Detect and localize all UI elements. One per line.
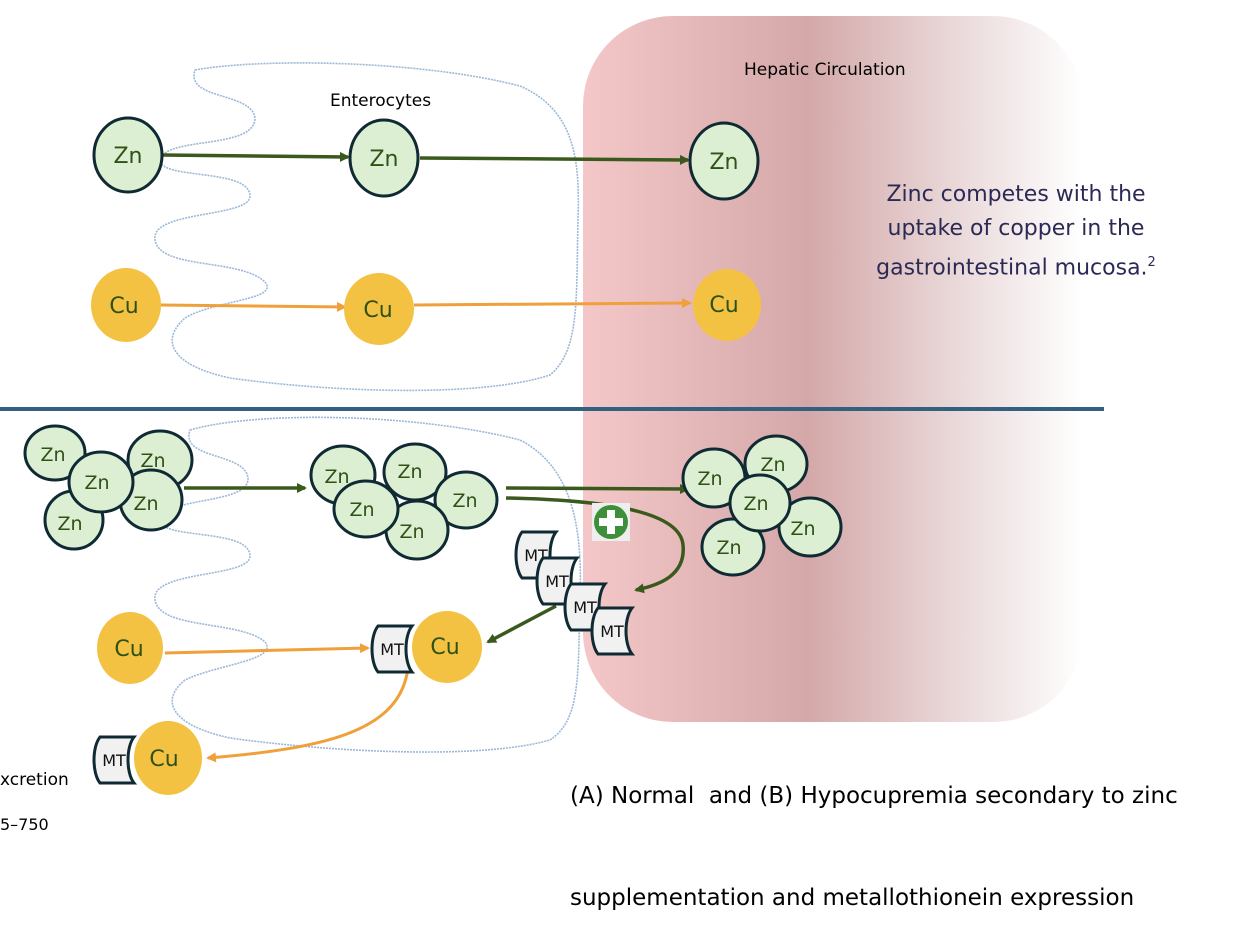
zn-atom: Zn <box>700 517 766 577</box>
mt-protein: MT <box>535 556 579 606</box>
svg-text:Zn: Zn <box>324 466 349 488</box>
diagram-canvas: Enterocytes Hepatic Circulation Zn Zn Zn… <box>0 16 1104 830</box>
zn-arrow-enterocyte-to-hepatic-b <box>505 483 690 494</box>
svg-text:MT: MT <box>380 640 404 659</box>
hepatic-circulation-label: Hepatic Circulation <box>744 60 906 80</box>
svg-text:Zn: Zn <box>399 521 424 543</box>
svg-text:Zn: Zn <box>349 499 374 521</box>
caption-line-1: (A) Normal and (B) Hypocupremia secondar… <box>570 783 1178 809</box>
svg-text:Zn: Zn <box>697 468 722 490</box>
svg-text:Zn: Zn <box>760 454 785 476</box>
zn-atom: Zn <box>332 479 400 539</box>
svg-text:Zn: Zn <box>716 537 741 559</box>
mt-stack: MT MT MT MT <box>514 530 634 656</box>
zn-induces-mt-arrow <box>505 496 685 594</box>
zn-arrow-lumen-to-enterocyte <box>161 151 350 162</box>
mt-cu-complex-excreted: MT Cu <box>92 721 202 795</box>
mt-protein: MT <box>92 735 136 785</box>
zn-cluster-enterocyte-b: Zn Zn Zn Zn Zn <box>309 442 499 561</box>
zn-atom-hepatic-a: Zn <box>688 121 760 201</box>
svg-text:Cu: Cu <box>114 637 143 662</box>
svg-text:Zn: Zn <box>113 144 142 169</box>
svg-text:MT: MT <box>102 751 126 770</box>
mt-protein: MT <box>563 582 607 632</box>
svg-text:MT: MT <box>573 598 597 617</box>
cu-atom-lumen-a: Cu <box>91 268 161 342</box>
mt-protein: MT <box>590 606 634 656</box>
svg-text:Zn: Zn <box>133 493 158 515</box>
zn-atom: Zn <box>23 424 87 482</box>
zn-atom-enterocyte-a: Zn <box>348 118 420 198</box>
zn-atom: Zn <box>728 473 792 533</box>
zn-atom: Zn <box>382 442 448 502</box>
svg-text:Zn: Zn <box>397 461 422 483</box>
svg-text:Zn: Zn <box>790 518 815 540</box>
excretion-label: xcretion <box>0 770 69 790</box>
note-line-3: gastrointestinal mucosa.2 <box>846 246 1186 285</box>
note-line-3-text: gastrointestinal mucosa. <box>876 255 1148 281</box>
zn-atom: Zn <box>118 468 184 532</box>
cu-atom-enterocyte-a: Cu <box>344 273 414 345</box>
note-line-2: uptake of copper in the <box>887 216 1145 241</box>
zn-atom: Zn <box>67 450 135 514</box>
svg-text:Cu: Cu <box>149 747 178 772</box>
zn-atom-lumen-a: Zn <box>92 116 164 194</box>
svg-text:Zn: Zn <box>140 450 165 472</box>
zn-arrow-enterocyte-to-hepatic <box>419 154 690 165</box>
cu-arrow-enterocyte-to-hepatic <box>413 298 692 309</box>
hepatic-circulation-panel <box>583 16 1083 722</box>
cu-arrow-lumen-to-enterocyte <box>159 301 347 312</box>
svg-text:Zn: Zn <box>452 490 477 512</box>
cu-arrow-lumen-to-mt <box>164 643 370 655</box>
zn-atom: Zn <box>777 496 843 558</box>
zn-cluster-hepatic-b: Zn Zn Zn Zn Zn <box>681 434 843 577</box>
caption-line-2: supplementation and metallothionein expr… <box>570 885 1135 911</box>
svg-text:Cu: Cu <box>430 635 459 660</box>
svg-text:Zn: Zn <box>84 472 109 494</box>
cu-atom-lumen-b: Cu <box>97 612 163 684</box>
mt-binds-cu-arrow <box>486 604 557 644</box>
zn-cluster-lumen-b: Zn Zn Zn Zn Zn <box>23 424 194 551</box>
svg-text:Cu: Cu <box>709 293 738 318</box>
plus-icon <box>592 503 630 541</box>
zinc-competition-note: Zinc competes with the uptake of copper … <box>846 178 1186 285</box>
note-line-1: Zinc competes with the <box>886 182 1146 207</box>
svg-text:Cu: Cu <box>363 298 392 323</box>
cu-atom-hepatic-a: Cu <box>693 269 761 341</box>
svg-text:Zn: Zn <box>743 493 768 515</box>
mt-cu-complex-enterocyte: MT Cu <box>370 611 482 683</box>
svg-text:Zn: Zn <box>369 147 398 172</box>
zn-atom: Zn <box>433 470 499 530</box>
svg-text:Zn: Zn <box>57 513 82 535</box>
enterocytes-label: Enterocytes <box>330 91 431 111</box>
svg-text:Cu: Cu <box>109 294 138 319</box>
mt-protein: MT <box>370 624 414 674</box>
figure-caption: (A) Normal and (B) Hypocupremia secondar… <box>570 711 1178 949</box>
svg-text:MT: MT <box>545 572 569 591</box>
page-reference: 5–750 <box>0 815 49 830</box>
svg-text:MT: MT <box>600 622 624 641</box>
citation-superscript: 2 <box>1147 255 1156 270</box>
svg-text:Zn: Zn <box>40 444 65 466</box>
svg-text:Zn: Zn <box>709 150 738 175</box>
cu-mt-excretion-arrow <box>206 667 410 763</box>
